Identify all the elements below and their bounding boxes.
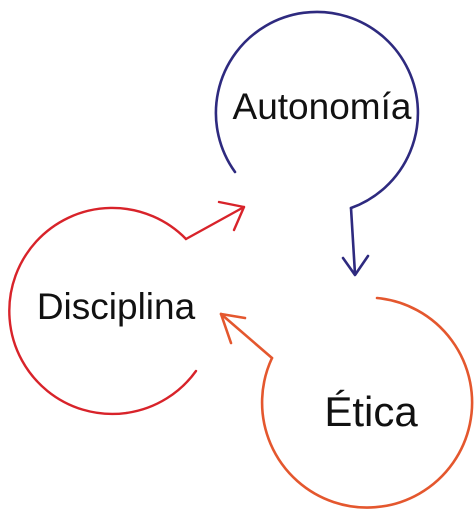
etica-arc <box>260 296 474 509</box>
autonomia-arc <box>214 10 420 210</box>
autonomia-arrow-head-icon <box>341 254 370 277</box>
disciplina-arrow-shaft <box>184 205 246 241</box>
autonomia-arrow-shaft <box>349 206 357 276</box>
etica-label: Ética <box>324 388 418 435</box>
node-etica: Ética <box>219 296 474 509</box>
etica-arrow-head-icon <box>219 312 247 345</box>
disciplina-arc <box>8 206 198 416</box>
node-disciplina: Disciplina <box>8 200 246 416</box>
autonomia-label: Autonomía <box>233 86 412 127</box>
disciplina-arrow-head-icon <box>217 200 246 232</box>
node-autonomia: Autonomía <box>214 10 420 277</box>
etica-arrow-shaft <box>219 312 274 360</box>
disciplina-label: Disciplina <box>37 286 196 327</box>
